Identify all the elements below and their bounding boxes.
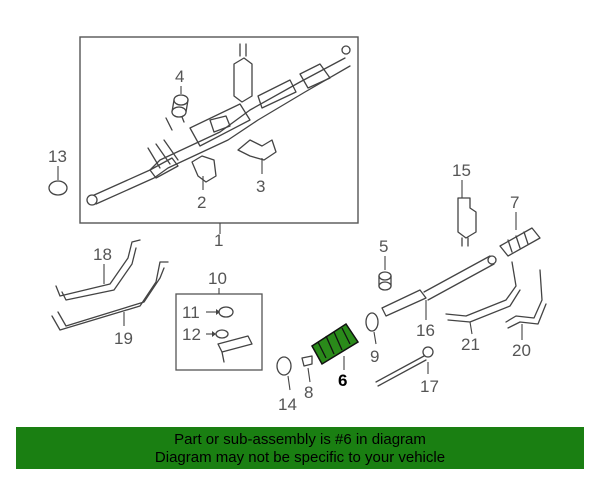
callout-18: 18	[93, 245, 112, 264]
part-5-grommet	[378, 256, 392, 291]
part-7-boot	[499, 212, 541, 257]
part-3-bracket	[237, 139, 277, 174]
callout-4: 4	[175, 67, 184, 86]
part-9-clamp	[365, 312, 379, 345]
steering-rack-illustration	[86, 43, 351, 206]
callout-17: 17	[420, 377, 439, 396]
part-17-outer-tie-rod	[375, 346, 434, 387]
callout-5: 5	[379, 237, 388, 256]
callout-12: 12	[182, 325, 201, 344]
part-19-pipe	[51, 261, 169, 331]
callout-7: 7	[510, 193, 519, 212]
notice-line-1: Part or sub-assembly is #6 in diagram	[174, 431, 426, 448]
part-12-washer	[206, 329, 229, 339]
rack-assembly-box	[79, 36, 359, 224]
tie-rod-end-in-kit	[217, 335, 253, 363]
part-11-nut	[206, 306, 234, 318]
part-8-clip	[301, 355, 313, 383]
part-14-clamp	[276, 356, 292, 391]
callout-11: 11	[182, 303, 200, 322]
part-16-inner-tie-rod	[381, 255, 497, 320]
callout-9: 9	[370, 347, 379, 366]
callout-13: 13	[48, 147, 67, 166]
notice-banner: Part or sub-assembly is #6 in diagram Di…	[16, 427, 584, 469]
callout-15: 15	[452, 161, 471, 180]
callout-20: 20	[512, 341, 531, 360]
notice-line-2: Diagram may not be specific to your vehi…	[154, 449, 446, 466]
part-18-pipe	[55, 239, 141, 301]
part-21-pipe	[445, 261, 521, 335]
part-20-pipe	[505, 269, 547, 340]
callout-2: 2	[197, 193, 206, 212]
parts-diagram: 1 2 3 4 5 6 7 8 9 10 11 12 13 14 15 16 1…	[48, 36, 547, 414]
part-6-boot-highlighted	[311, 322, 360, 370]
part-2-bracket	[191, 155, 217, 190]
callout-14: 14	[278, 395, 297, 414]
part-13-cap	[48, 166, 68, 196]
part-15-valve	[457, 180, 477, 247]
part-4-bushing	[171, 86, 189, 118]
callout-10: 10	[208, 269, 227, 288]
callout-1: 1	[214, 231, 223, 250]
callout-16: 16	[416, 321, 435, 340]
callout-8: 8	[304, 383, 313, 402]
callout-19: 19	[114, 329, 133, 348]
callout-3: 3	[256, 177, 265, 196]
callout-21: 21	[461, 335, 480, 354]
callout-6-highlighted: 6	[338, 371, 347, 390]
